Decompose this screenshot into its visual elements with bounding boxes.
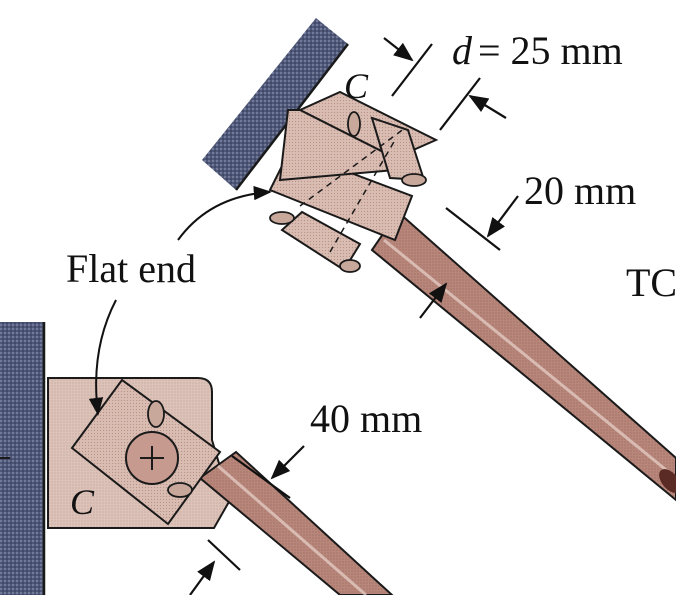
dim-d (383, 37, 507, 131)
top-rod (370, 210, 676, 502)
cut-off-text: TC (626, 260, 676, 305)
flat-end-label: Flat end (66, 246, 196, 291)
joint-c-top-label: C (344, 66, 369, 106)
top-clevis (268, 90, 439, 273)
dim-40 (189, 445, 305, 595)
flat-end-leaders (88, 185, 272, 416)
d-value-label: = 25 mm (478, 28, 623, 73)
dim-40-label: 40 mm (310, 396, 422, 441)
d-symbol-label: d (452, 28, 473, 73)
dim-20 (419, 195, 519, 319)
dim-20-label: 20 mm (524, 168, 636, 213)
bottom-rod (198, 450, 394, 595)
bottom-wall (0, 322, 46, 595)
joint-c-bottom-label: C (70, 482, 95, 522)
bolt-head (125, 400, 193, 498)
